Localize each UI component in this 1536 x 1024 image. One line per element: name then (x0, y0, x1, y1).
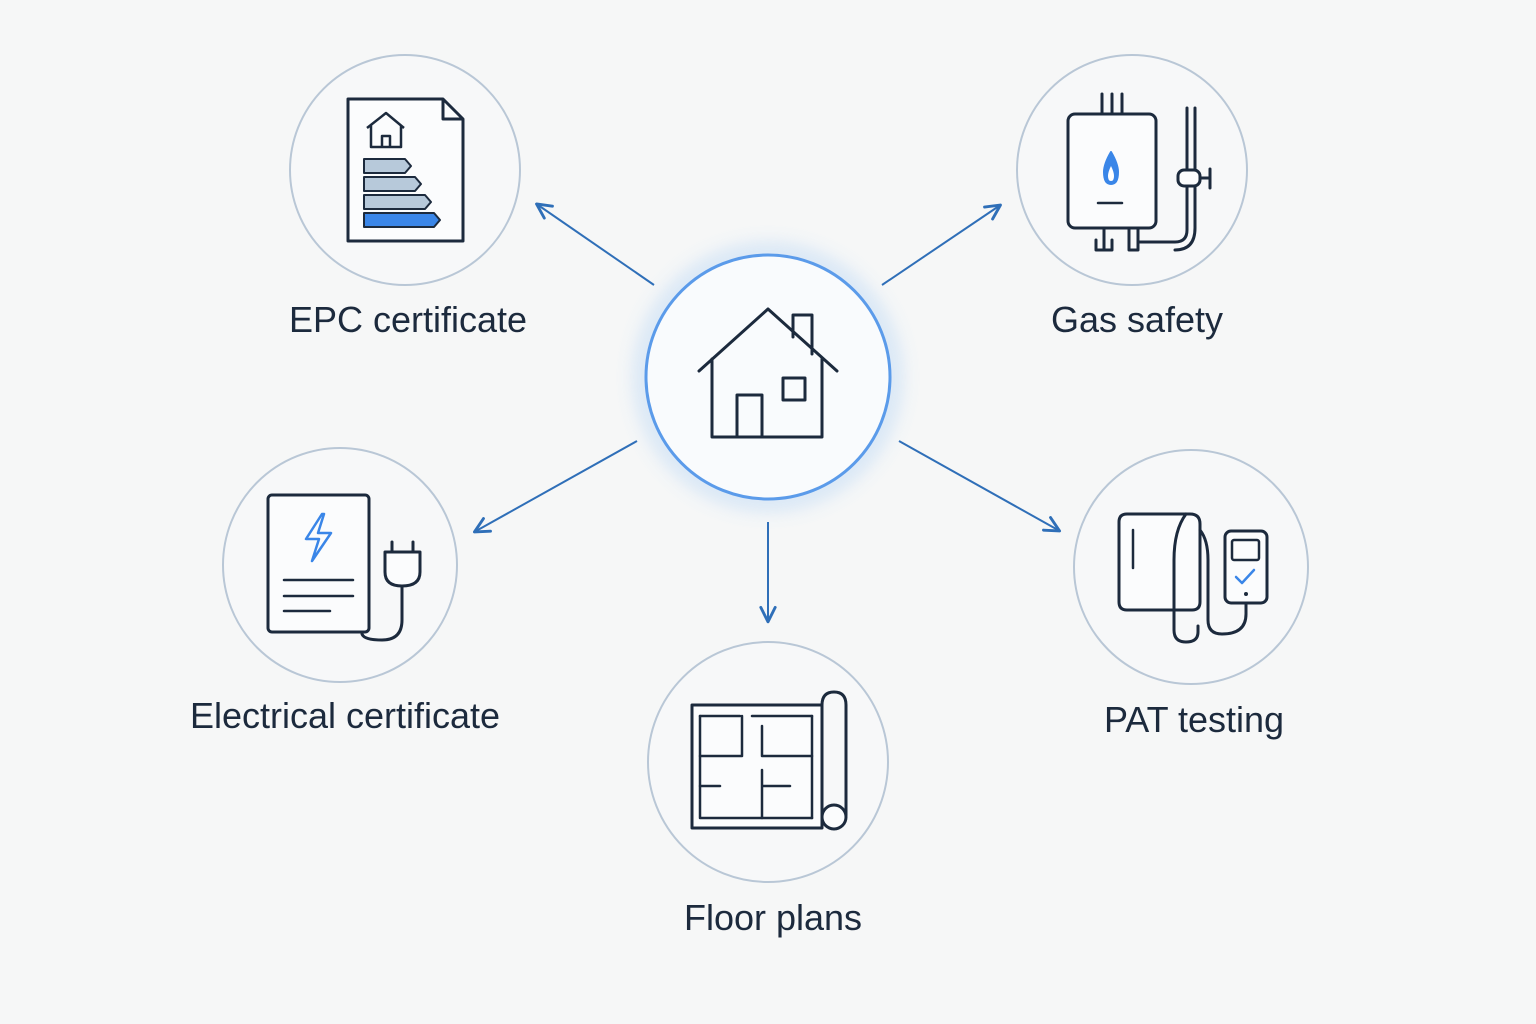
gas-node (1016, 54, 1248, 286)
floor-label: Floor plans (683, 897, 863, 938)
gas-boiler-icon (1066, 92, 1212, 252)
arrow-to-pat (898, 440, 1062, 533)
arrow-to-electrical (472, 440, 638, 534)
electrical-label: Electrical certificate (189, 695, 501, 736)
arrow-to-gas (881, 203, 1002, 286)
epc-label: EPC certificate (288, 299, 528, 340)
house-icon (697, 307, 839, 439)
epc-node (289, 54, 521, 286)
connector-arrows (472, 202, 1062, 624)
floor-plan-icon (690, 690, 848, 831)
pat-tester-icon (1117, 512, 1269, 644)
electrical-node (222, 447, 458, 683)
pat-label: PAT testing (1103, 699, 1285, 740)
electrical-certificate-icon (266, 493, 422, 642)
pat-node (1073, 449, 1309, 685)
floor-node (647, 641, 889, 883)
gas-label: Gas safety (1050, 299, 1224, 340)
center-node (637, 246, 899, 508)
epc-certificate-icon (346, 97, 465, 243)
arrow-to-epc (535, 202, 655, 286)
